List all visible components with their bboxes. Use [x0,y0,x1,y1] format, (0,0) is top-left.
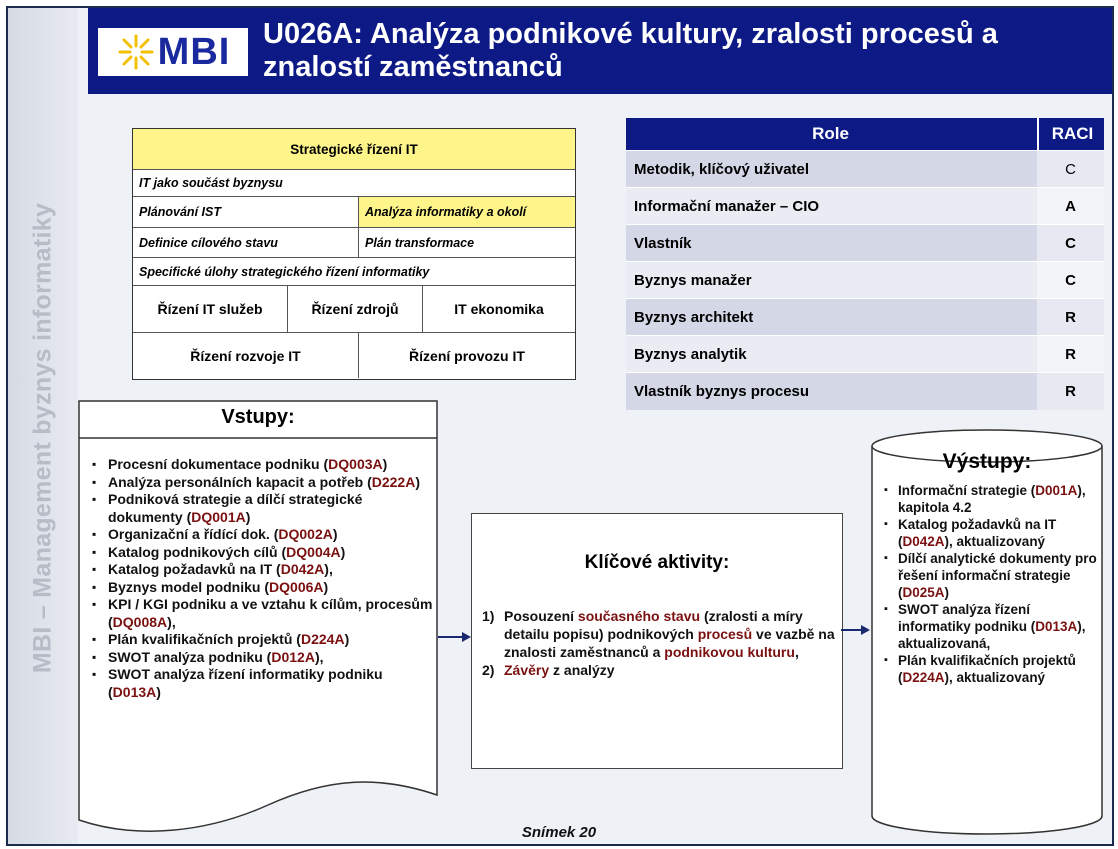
logo-text: MBI [157,30,231,73]
strategy-row: Definice cílového stavu Plán transformac… [133,228,575,258]
raci-value: C [1037,262,1104,299]
document-code: D042A [902,534,945,549]
arrow-right-icon [841,625,870,635]
raci-value: R [1037,299,1104,336]
mbi-logo: MBI [98,28,248,76]
raci-value: C [1037,225,1104,262]
document-code: D224A [902,670,945,685]
strategy-row: Specifické úlohy strategického řízení in… [133,258,575,286]
slide-frame: MBI – Management byznys informatiky MBI … [6,6,1114,846]
arrow-right-icon [438,632,471,642]
document-code: D001A [1035,483,1078,498]
strategy-row: Řízení IT služeb Řízení zdrojů IT ekonom… [133,286,575,333]
strategy-cell: Řízení rozvoje IT [133,333,359,378]
strategy-header-row: Strategické řízení IT [133,129,575,170]
strategy-row: Řízení rozvoje IT Řízení provozu IT [133,333,575,378]
raci-header-role: Role [812,124,849,143]
raci-row: Vlastník C [626,224,1104,262]
document-code: D013A [112,683,157,700]
raci-role: Byznys manažer [634,272,752,289]
document-code: D025A [902,585,945,600]
raci-value: R [1037,373,1104,410]
strategy-cell-highlight: Analýza informatiky a okolí [359,197,575,227]
output-item: Plán kvalifikačních projektů (D224A), ak… [882,652,1102,686]
strategy-header: Strategické řízení IT [290,141,418,157]
input-item: Podniková strategie a dílčí strategické … [90,491,435,526]
output-item: SWOT analýza řízení informatiky podniku … [882,601,1102,652]
raci-header-raci: RACI [1037,118,1106,150]
strategy-cell: Řízení provozu IT [409,347,525,364]
document-code: DQ001A [191,508,246,525]
inputs-list: Procesní dokumentace podniku (DQ003A) An… [90,456,435,701]
input-item: Katalog požadavků na IT (D042A), [90,561,435,579]
raci-row: Byznys manažer C [626,261,1104,299]
document-code: D012A [271,648,315,665]
raci-row: Byznys analytik R [626,335,1104,373]
document-code: D042A [280,561,325,577]
document-code: D224A [300,631,345,647]
strategy-cell: Řízení IT služeb [133,286,288,332]
activity-item: 2)Závěry z analýzy [482,662,615,678]
strategy-cell: Definice cílového stavu [133,228,359,257]
strategy-cell: Řízení zdrojů [288,286,423,332]
outputs-cylinder: Výstupy: Informační strategie (D001A), k… [870,428,1104,836]
input-item: Organizační a řídící dok. (DQ002A) [90,526,435,544]
outputs-title: Výstupy: [942,450,1032,473]
document-code: DQ003A [328,456,383,472]
activity-item: 1)Posouzení současného stavu (zralosti a… [482,608,835,660]
sidebar: MBI – Management byznys informatiky [8,8,78,844]
input-item: Procesní dokumentace podniku (DQ003A) [90,456,435,474]
input-item: SWOT analýza řízení informatiky podniku … [90,666,435,701]
strategy-cell: Specifické úlohy strategického řízení in… [139,264,430,279]
raci-table: Role RACI Metodik, klíčový uživatel C In… [626,118,1104,412]
raci-value: R [1037,336,1104,373]
raci-role: Vlastník [634,235,692,252]
header-bar: MBI U026A: Analýza podnikové kultury, zr… [88,8,1112,94]
strategy-cell: IT jako součást byznysu [139,176,283,190]
raci-header-row: Role RACI [626,118,1104,150]
page-title: U026A: Analýza podnikové kultury, zralos… [263,18,998,83]
raci-value: C [1037,151,1104,188]
input-item: SWOT analýza podniku (D012A), [90,649,435,667]
strategy-table: Strategické řízení IT IT jako součást by… [132,128,576,380]
raci-row: Metodik, klíčový uživatel C [626,150,1104,188]
document-code: D222A [371,473,416,490]
input-item: KPI / KGI podniku a ve vztahu k cílům, p… [90,596,435,631]
input-item: Katalog podnikových cílů (DQ004A) [90,544,435,562]
strategy-cell: Plánování IST [133,197,359,227]
activities-title: Klíčové aktivity: [584,552,730,573]
raci-row: Vlastník byznys procesu R [626,372,1104,410]
outputs-list: Informační strategie (D001A), kapitola 4… [882,482,1102,686]
raci-row: Byznys architekt R [626,298,1104,336]
output-item: Katalog požadavků na IT (D042A), aktuali… [882,516,1102,550]
sun-icon [118,34,154,70]
strategy-cell: Plán transformace [365,235,475,250]
raci-role: Byznys analytik [634,346,747,363]
document-code: DQ004A [286,543,341,560]
raci-role: Byznys architekt [634,309,754,326]
raci-role: Vlastník byznys procesu [634,383,810,400]
strategy-row: IT jako součást byznysu [133,170,575,197]
strategy-row: Plánování IST Analýza informatiky a okol… [133,197,575,228]
raci-row: Informační manažer – CIO A [626,187,1104,225]
key-activities-box: Klíčové aktivity: 1)Posouzení současného… [471,513,843,769]
document-code: DQ006A [269,578,324,595]
document-code: DQ008A [112,613,168,630]
activities-list: 1)Posouzení současného stavu (zralosti a… [482,607,838,679]
input-item: Byznys model podniku (DQ006A) [90,579,435,597]
document-code: DQ002A [278,526,333,542]
document-code: D013A [1035,619,1078,634]
raci-role: Metodik, klíčový uživatel [634,161,810,178]
sidebar-vertical-text: MBI – Management byznys informatiky [28,202,57,674]
inputs-document: Vstupy: Procesní dokumentace podniku (DQ… [78,400,438,844]
raci-role: Informační manažer – CIO [634,198,820,215]
slide-number: Snímek 20 [521,824,597,841]
input-item: Analýza personálních kapacit a potřeb (D… [90,474,435,492]
strategy-cell: IT ekonomika [454,301,544,317]
inputs-title: Vstupy: [221,406,295,428]
output-item: Informační strategie (D001A), kapitola 4… [882,482,1102,516]
output-item: Dílčí analytické dokumenty pro řešení in… [882,550,1102,601]
input-item: Plán kvalifikačních projektů (D224A) [90,631,435,649]
raci-value: A [1037,188,1104,225]
